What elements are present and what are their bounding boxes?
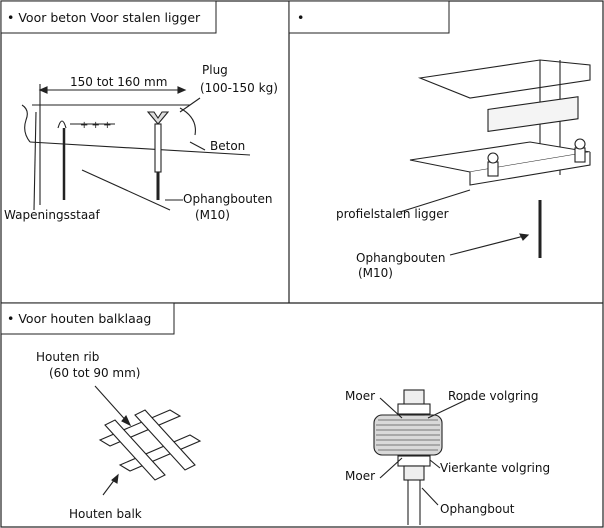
rebar-label: Wapeningsstaaf bbox=[4, 208, 101, 222]
wood-rib-size: (60 tot 90 mm) bbox=[49, 366, 140, 380]
header-wood: • Voor houten balklaag bbox=[7, 311, 151, 326]
header-box-steel bbox=[288, 0, 450, 34]
plug-weight-label: (100-150 kg) bbox=[200, 81, 278, 95]
bolt-detail-drawing bbox=[373, 389, 471, 525]
bolt-label: Ophangbout bbox=[440, 502, 515, 516]
steel-beam-drawing bbox=[399, 59, 591, 258]
header-box-wood bbox=[0, 302, 175, 335]
header-box-concrete bbox=[0, 0, 217, 34]
dimension-label: 150 tot 160 mm bbox=[70, 75, 167, 89]
steel-bolts-label: Ophangbouten bbox=[356, 251, 446, 265]
round-washer-label: Ronde volgring bbox=[448, 389, 538, 403]
steel-beam-label: profielstalen ligger bbox=[336, 207, 449, 221]
wood-beam-label: Houten balk bbox=[69, 507, 142, 521]
square-washer-label: Vierkante volgring bbox=[440, 461, 550, 475]
wood-rib-label: Houten rib bbox=[36, 350, 99, 364]
nut-bottom-label: Moer bbox=[345, 469, 375, 483]
concrete-bolts-label: Ophangbouten bbox=[183, 192, 273, 206]
wood-joist-drawing bbox=[94, 385, 202, 496]
concrete-drawing: + + + bbox=[21, 84, 251, 211]
concrete-bolts-size: (M10) bbox=[195, 208, 230, 222]
nut-top-label: Moer bbox=[345, 389, 375, 403]
header-steel: • bbox=[297, 10, 304, 25]
steel-bolts-size: (M10) bbox=[358, 266, 393, 280]
svg-text:+ + +: + + + bbox=[80, 120, 112, 131]
plug-label: Plug bbox=[202, 63, 228, 77]
beton-label: Beton bbox=[210, 139, 245, 153]
header-concrete: • Voor beton Voor stalen ligger bbox=[7, 10, 201, 25]
